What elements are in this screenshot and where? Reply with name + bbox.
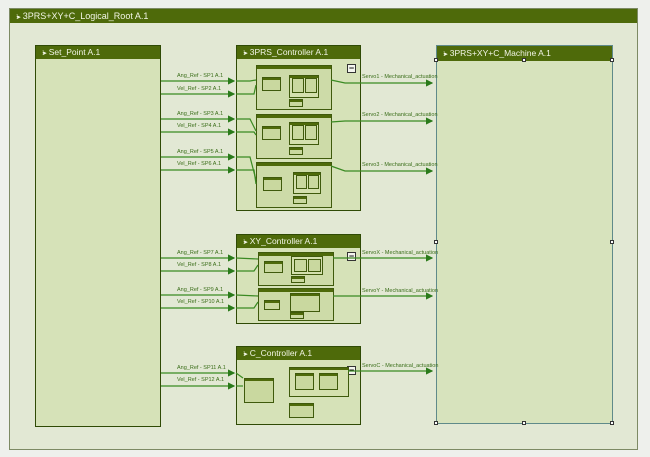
subsystem-block[interactable]	[264, 300, 280, 310]
input-port-label: Ang_Ref - SP7 A.1	[177, 250, 224, 256]
output-port-label: Servo3 - Mechanical_actuation	[362, 162, 438, 168]
subsystem-block[interactable]	[290, 312, 304, 319]
subsystem-block[interactable]	[291, 276, 305, 283]
resize-handle[interactable]	[434, 240, 438, 244]
input-port-label: Ang_Ref - SP11 A.1	[177, 365, 226, 371]
3prs-controller-block[interactable]: ⁝▸3PRS_Controller A.1 −	[236, 45, 361, 211]
set-point-header[interactable]: ⁝▸Set_Point A.1	[36, 46, 160, 59]
resize-handle[interactable]	[434, 421, 438, 425]
machine-block[interactable]: ⁝▸3PRS+XY+C_Machine A.1	[436, 45, 613, 424]
drag-handle-icon[interactable]: ⁝▸	[243, 351, 248, 358]
subsystem-block[interactable]	[289, 403, 314, 418]
subsystem-block[interactable]	[305, 125, 317, 140]
drag-handle-icon[interactable]: ⁝▸	[243, 50, 248, 57]
resize-handle[interactable]	[522, 421, 526, 425]
subsystem-block[interactable]	[244, 378, 274, 403]
resize-handle[interactable]	[610, 240, 614, 244]
drag-handle-icon[interactable]: ⁝▸	[243, 239, 248, 246]
c-controller-header[interactable]: ⁝▸C_Controller A.1	[237, 347, 360, 360]
servoy-subsystem[interactable]	[258, 288, 334, 321]
root-header[interactable]: ⁝▸3PRS+XY+C_Logical_Root A.1	[10, 9, 637, 23]
input-port-label: Ang_Ref - SP1 A.1	[177, 73, 224, 79]
xy-controller-header[interactable]: ⁝▸XY_Controller A.1	[237, 235, 360, 248]
root-title: 3PRS+XY+C_Logical_Root A.1	[22, 11, 149, 21]
subsystem-block[interactable]	[293, 196, 307, 204]
subsystem-group[interactable]	[289, 122, 319, 145]
input-port-label: Vel_Ref - SP4 A.1	[177, 123, 222, 129]
servo1-subsystem[interactable]	[256, 65, 332, 110]
input-port-label: Ang_Ref - SP5 A.1	[177, 149, 224, 155]
set-point-title: Set_Point A.1	[48, 47, 101, 57]
machine-header[interactable]: ⁝▸3PRS+XY+C_Machine A.1	[437, 46, 612, 61]
subsystem-group[interactable]	[293, 172, 321, 194]
input-port-label: Vel_Ref - SP10 A.1	[177, 299, 225, 305]
resize-handle[interactable]	[434, 58, 438, 62]
subsystem-block[interactable]	[292, 125, 304, 140]
c-controller-title: C_Controller A.1	[249, 348, 313, 358]
output-port-label: ServoX - Mechanical_actuation	[362, 250, 439, 256]
subsystem-block[interactable]	[294, 259, 307, 272]
c-controller-block[interactable]: ⁝▸C_Controller A.1 −	[236, 346, 361, 425]
xy-controller-block[interactable]: ⁝▸XY_Controller A.1 −	[236, 234, 361, 324]
output-port-label: ServoY - Mechanical_actuation	[362, 288, 439, 294]
subsystem-group[interactable]	[289, 75, 319, 98]
subsystem-block[interactable]	[292, 78, 304, 93]
subsystem-block[interactable]	[290, 293, 320, 312]
input-port-label: Ang_Ref - SP3 A.1	[177, 111, 224, 117]
subsystem-block[interactable]	[289, 147, 303, 155]
subsystem-block[interactable]	[308, 259, 321, 272]
subsystem-block[interactable]	[305, 78, 317, 93]
subsystem-block[interactable]	[289, 99, 303, 107]
collapse-button[interactable]: −	[347, 63, 356, 73]
xy-controller-title: XY_Controller A.1	[249, 236, 318, 246]
set-point-block[interactable]: ⁝▸Set_Point A.1	[35, 45, 161, 427]
3prs-controller-title: 3PRS_Controller A.1	[249, 47, 329, 57]
resize-handle[interactable]	[610, 58, 614, 62]
subsystem-group[interactable]	[291, 256, 323, 275]
resize-handle[interactable]	[610, 421, 614, 425]
input-port-label: Ang_Ref - SP9 A.1	[177, 287, 224, 293]
subsystem-block[interactable]	[295, 373, 314, 390]
drag-handle-icon[interactable]: ⁝▸	[42, 50, 47, 57]
subsystem-block[interactable]	[263, 177, 282, 191]
subsystem-block[interactable]	[319, 373, 338, 390]
input-port-label: Vel_Ref - SP6 A.1	[177, 161, 222, 167]
drag-handle-icon[interactable]: ⁝▸	[16, 14, 21, 21]
input-port-label: Vel_Ref - SP12 A.1	[177, 377, 225, 383]
input-port-label: Vel_Ref - SP2 A.1	[177, 86, 222, 92]
servo3-subsystem[interactable]	[256, 162, 332, 208]
subsystem-block[interactable]	[296, 175, 307, 189]
subsystem-block[interactable]	[264, 261, 283, 273]
subsystem-block[interactable]	[308, 175, 319, 189]
3prs-controller-header[interactable]: ⁝▸3PRS_Controller A.1	[237, 46, 360, 59]
output-port-label: Servo2 - Mechanical_actuation	[362, 112, 438, 118]
resize-handle[interactable]	[522, 58, 526, 62]
machine-title: 3PRS+XY+C_Machine A.1	[449, 48, 551, 58]
collapse-button[interactable]: −	[347, 251, 356, 261]
subsystem-block[interactable]	[262, 126, 281, 140]
output-port-label: Servo1 - Mechanical_actuation	[362, 74, 438, 80]
subsystem-group[interactable]	[289, 367, 349, 397]
input-port-label: Vel_Ref - SP8 A.1	[177, 262, 222, 268]
servo2-subsystem[interactable]	[256, 114, 332, 159]
output-port-label: ServoC - Mechanical_actuation	[362, 363, 439, 369]
drag-handle-icon[interactable]: ⁝▸	[443, 51, 448, 58]
servox-subsystem[interactable]	[258, 252, 334, 286]
subsystem-block[interactable]	[262, 77, 281, 91]
